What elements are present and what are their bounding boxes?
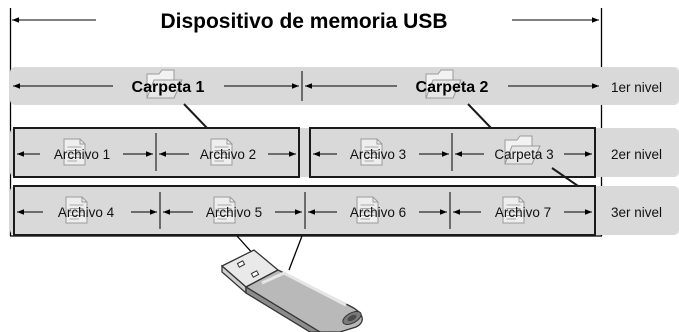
folder-1-connector [183,103,220,129]
file-1-label: Archivo 1 [54,147,110,162]
file-7: Archivo 7 [453,196,592,224]
folder-2-connector [467,103,504,129]
file-4: Archivo 4 [17,196,157,224]
file-5: Archivo 5 [163,196,302,224]
folder-2-label: Carpeta 2 [416,79,489,96]
file-3: Archivo 3 [313,138,449,166]
file-3-label: Archivo 3 [350,147,406,162]
file-5-label: Archivo 5 [206,205,262,220]
title-dimension: Dispositivo de memoria USB [12,10,599,33]
usb-drive-icon [220,249,363,332]
folder-2-contents-box [309,127,596,178]
file-6: Archivo 6 [308,196,447,224]
folder-1-contents-box [13,127,300,178]
file-2-label: Archivo 2 [200,147,256,162]
file-1: Archivo 1 [17,138,153,166]
level2-band [10,128,679,177]
level-1-label: 1er nivel [611,80,662,95]
folder-3-connector [551,167,592,187]
folder-1: Carpeta 1 [13,69,299,99]
level2-row: Archivo 1 Archivo 2 Archivo 3 Carpeta 3 … [10,103,679,178]
level-2-label: 2er nivel [611,147,662,162]
file-4-label: Archivo 4 [58,205,115,220]
diagram-title: Dispositivo de memoria USB [160,10,447,33]
level-3-label: 3er nivel [611,205,662,220]
folder-2: Carpeta 2 [305,69,599,99]
file-6-label: Archivo 6 [350,205,406,220]
level3-row: Archivo 4 Archivo 5 Archivo 6 Archivo 7 … [10,167,679,236]
folder-3-label: Carpeta 3 [494,147,553,162]
folder-3-contents-box [13,185,596,236]
file-7-label: Archivo 7 [495,205,551,220]
level1-row: Carpeta 1 Carpeta 2 1er nivel [10,67,679,105]
folder-1-label: Carpeta 1 [132,79,205,96]
file-2: Archivo 2 [159,138,296,166]
folder-3: Carpeta 3 [455,135,592,165]
